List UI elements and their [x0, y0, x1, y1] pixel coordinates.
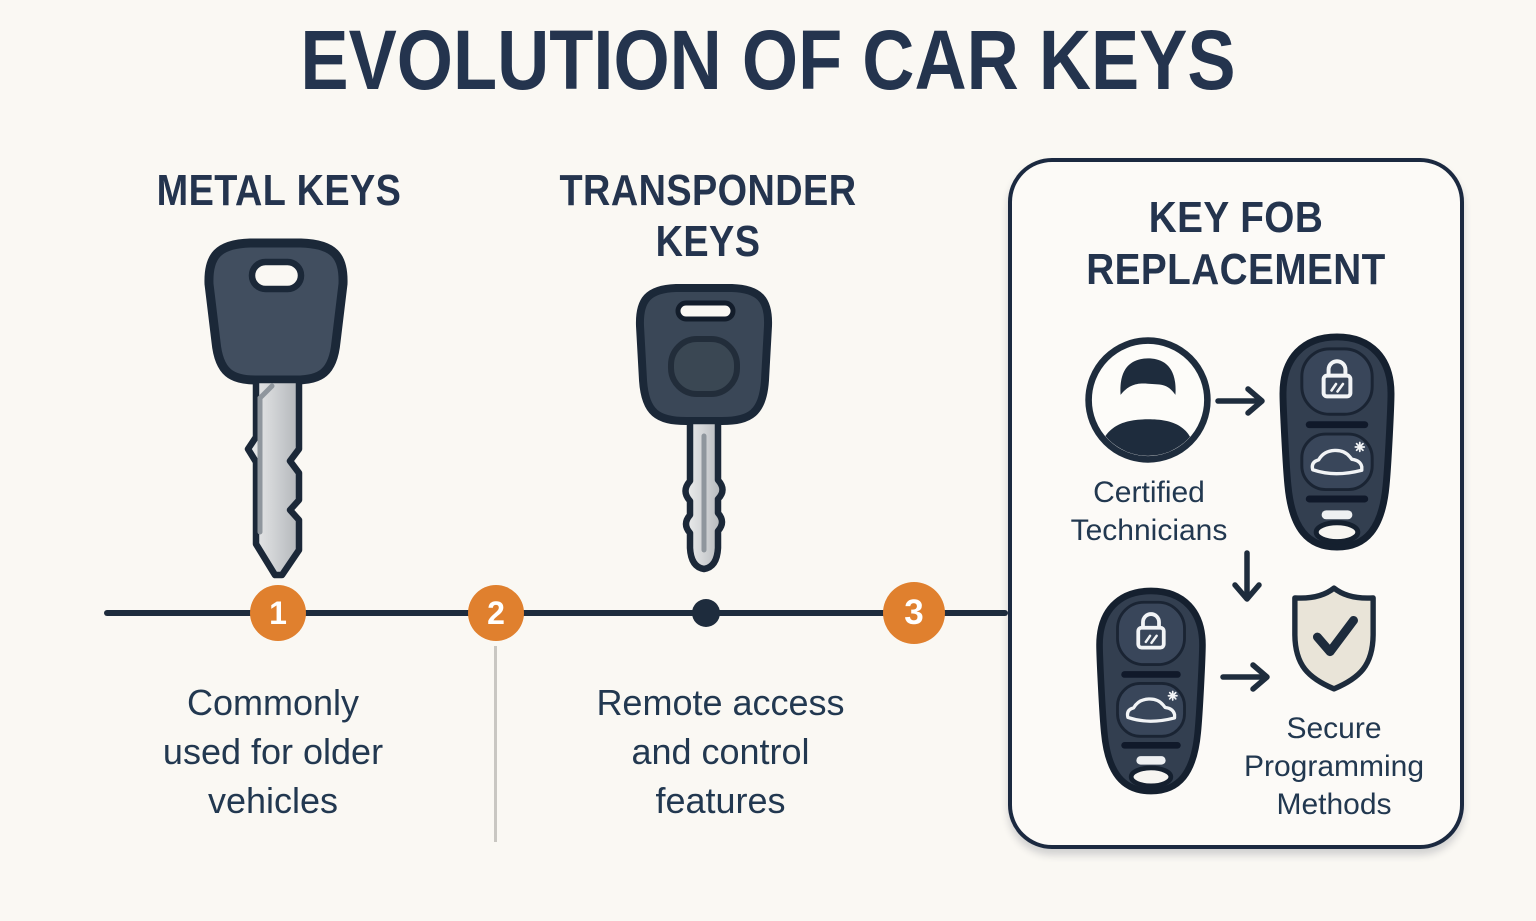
- metal-keys-heading: METAL KEYS: [156, 166, 402, 215]
- marker-number: 2: [487, 594, 505, 631]
- marker-number: 1: [269, 594, 287, 631]
- timeline-dot: [692, 599, 720, 627]
- panel-heading: KEY FOB REPLACEMENT: [1086, 193, 1386, 294]
- transponder-keys-description: Remote access and control features: [596, 682, 845, 821]
- secure-programming-label: Secure Programming Methods: [1243, 712, 1425, 821]
- technician-icon: [1085, 337, 1211, 463]
- arrow-right-icon: [1220, 662, 1270, 692]
- timeline-marker-2: 2: [468, 585, 524, 641]
- arrow-down-icon: [1232, 550, 1262, 602]
- timeline-divider-line: [494, 646, 497, 842]
- timeline-marker-1: 1: [250, 585, 306, 641]
- page-title: EVOLUTION OF CAR KEYS: [300, 13, 1236, 107]
- key-fob-icon: [1275, 332, 1399, 552]
- arrow-right-icon: [1215, 386, 1265, 416]
- key-fob-replacement-panel: KEY FOB REPLACEMENT Certified Technician…: [1008, 158, 1464, 849]
- transponder-keys-heading: TRANSPONDER KEYS: [559, 166, 857, 266]
- metal-key-icon: [204, 238, 348, 579]
- shield-check-icon: [1292, 585, 1376, 692]
- timeline-marker-3: 3: [883, 582, 945, 644]
- transponder-key-icon: [635, 284, 773, 573]
- marker-number: 3: [904, 593, 924, 632]
- timeline-line: [104, 610, 1008, 616]
- metal-keys-description: Commonly used for older vehicles: [162, 682, 384, 821]
- certified-technicians-label: Certified Technicians: [1070, 476, 1228, 547]
- key-fob-icon: [1092, 586, 1210, 796]
